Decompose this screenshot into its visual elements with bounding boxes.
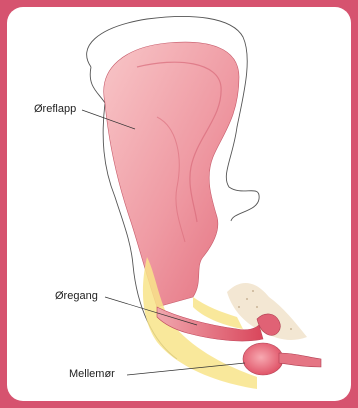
- label-middle-ear: Mellemør: [69, 368, 115, 381]
- ear-anatomy-illustration: [7, 7, 351, 401]
- label-ear-canal: Øregang: [55, 290, 98, 303]
- label-pinna: Øreflapp: [34, 103, 76, 116]
- pinna: [104, 42, 239, 307]
- eustachian-tube: [279, 353, 321, 367]
- illustration-card: Øreflapp Øregang Mellemør: [7, 7, 351, 401]
- middle-ear-cavity: [243, 343, 283, 375]
